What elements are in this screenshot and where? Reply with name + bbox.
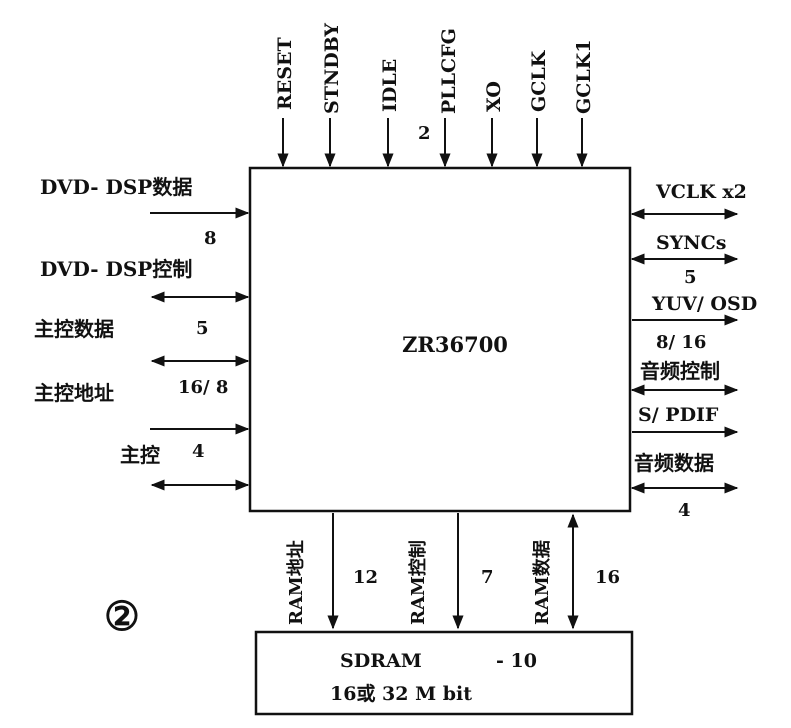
bottom-signal-label: RAM数据 (531, 540, 553, 625)
left-signal-label: DVD- DSP数据 (40, 175, 192, 199)
chip-box (248, 166, 632, 513)
top-pin-label: RESET (274, 37, 296, 110)
right-signal-vclk: VCLK x2 (630, 181, 747, 220)
bottom-signal-ram-address: RAM地址 12 (285, 513, 378, 630)
sdram-box (254, 630, 634, 716)
left-signal-label: 主控地址 (34, 381, 114, 405)
sdram-speed-grade: - 10 (496, 650, 537, 672)
top-pin-pllcfg: PLLCFG 2 (418, 28, 460, 168)
left-signal-label: DVD- DSP控制 (40, 257, 192, 281)
right-signal-bus-width: 4 (678, 500, 691, 521)
sdram-capacity: 16或 32 M bit (330, 682, 472, 705)
top-pin-xo: XO (483, 81, 505, 168)
left-signal-host-address: 主控地址 16/ 8 (34, 377, 250, 435)
top-pin-stndby: STNDBY (321, 23, 343, 168)
bottom-signal-ram-data: RAM数据 16 (531, 513, 620, 630)
bottom-signal-ram-control: RAM控制 7 (407, 513, 494, 630)
left-signal-bus-width: 4 (192, 441, 205, 462)
right-signal-label: VCLK x2 (655, 181, 747, 203)
chip-name: ZR36700 (402, 332, 508, 357)
left-signal-dvd-dsp-control: DVD- DSP控制 (40, 257, 250, 303)
top-pin-reset: RESET (274, 37, 296, 168)
top-pin-idle: IDLE (379, 59, 401, 168)
right-signal-audio-control: 音频控制 (630, 359, 739, 396)
bottom-signal-bus-width: 16 (595, 567, 620, 588)
left-signal-label: 主控数据 (34, 317, 114, 341)
right-signal-yuv-osd: YUV/ OSD 8/ 16 (632, 293, 757, 353)
sdram-name: SDRAM (340, 650, 422, 672)
top-pin-label: STNDBY (321, 23, 343, 114)
left-signal-label: 主控 (120, 443, 160, 467)
right-signal-spdif: S/ PDIF (632, 404, 739, 438)
right-signal-label: 音频数据 (634, 451, 714, 475)
left-signal-bus-width: 8 (204, 228, 217, 249)
top-pin-label: XO (483, 81, 505, 112)
top-pin-gclk: GCLK (528, 49, 550, 168)
bottom-signal-bus-width: 12 (353, 567, 378, 588)
top-pin-bus-width: 2 (418, 123, 431, 144)
top-pin-label: PLLCFG (438, 28, 460, 114)
right-signal-syncs: SYNCs 5 (630, 232, 739, 288)
right-signal-audio-data: 音频数据 4 (630, 451, 739, 521)
bottom-signal-bus-width: 7 (481, 567, 494, 588)
bottom-signal-label: RAM控制 (407, 540, 429, 625)
right-signal-bus-width: 8/ 16 (656, 332, 706, 353)
right-signal-bus-width: 5 (684, 267, 697, 288)
right-signal-label: YUV/ OSD (651, 293, 757, 315)
left-signal-dvd-dsp-data: DVD- DSP数据 8 (40, 175, 250, 249)
right-signal-label: 音频控制 (640, 359, 720, 383)
right-signal-label: S/ PDIF (638, 404, 719, 426)
left-signal-bus-width: 5 (196, 318, 209, 339)
left-signal-bus-width: 16/ 8 (178, 377, 228, 398)
bottom-signal-label: RAM地址 (285, 540, 307, 625)
top-pin-label: GCLK (528, 49, 550, 112)
figure-marker: ② (104, 593, 140, 640)
left-signal-host-data: 主控数据 5 (34, 317, 250, 367)
top-pin-gclk1: GCLK1 (573, 40, 595, 168)
left-signal-host-control: 主控 4 (120, 441, 250, 491)
top-pin-label: IDLE (379, 59, 401, 112)
top-pin-label: GCLK1 (573, 40, 595, 114)
right-signal-label: SYNCs (656, 232, 726, 254)
